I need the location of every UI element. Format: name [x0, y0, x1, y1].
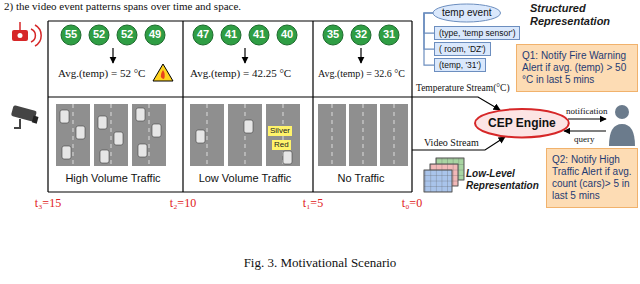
node-text: ( room, 'DZ'): [439, 44, 486, 54]
stream-label: Video Stream: [424, 137, 479, 149]
average-arrows: [113, 48, 361, 63]
reading-circle: 32: [350, 24, 372, 46]
color-tag: Red: [272, 140, 291, 150]
figure-caption: Fig. 3. Motivational Scenario: [0, 256, 640, 271]
circle-shape: [193, 25, 213, 45]
figure-note: 2) the video event patterns spans over t…: [4, 0, 241, 13]
average-reading: Avg.(temp) = 32.6 °C: [318, 68, 405, 80]
stream-label: Temperature Stream(°C): [416, 83, 510, 94]
video-camera-icon: [11, 105, 39, 128]
traffic-images: [56, 104, 408, 166]
node-text: 40: [281, 28, 293, 41]
reading-circle: 31: [378, 24, 400, 46]
circle-shape: [117, 25, 137, 45]
ellipse-shape: [475, 109, 569, 137]
traffic-label: High Volume Traffic: [65, 172, 160, 185]
circle-shape: [89, 25, 109, 45]
stream-arrows: [412, 97, 606, 150]
circle-shape: [277, 25, 297, 45]
node-text: Red: [274, 140, 289, 150]
circle-shape: [351, 25, 371, 45]
time-tick: t₀=0: [402, 197, 422, 211]
traffic-label: No Traffic: [338, 172, 385, 185]
timeline-frame: [48, 21, 412, 192]
node-text: 35: [327, 28, 339, 41]
circle-shape: [249, 25, 269, 45]
node-text: 31: [383, 28, 395, 41]
node-text: 49: [149, 28, 161, 41]
node-text: 55: [65, 28, 77, 41]
section-heading: Structured Representation: [530, 2, 616, 27]
node-text: Q2: Notify High Traffic Alert if avg. co…: [552, 154, 632, 202]
reading-circle: 41: [248, 24, 270, 46]
tree-connector: [424, 13, 434, 49]
flow-label: notification: [566, 106, 608, 116]
circle-shape: [221, 25, 241, 45]
reading-circle: 40: [276, 24, 298, 46]
reading-circle: 41: [220, 24, 242, 46]
attribute-box: ( room, 'DZ'): [434, 42, 491, 56]
circle-shape: [145, 25, 165, 45]
warning-icon: [153, 64, 173, 81]
attribute-box: (type, 'temp sensor'): [434, 26, 520, 40]
reading-circle: 49: [144, 24, 166, 46]
tree-connector: [424, 13, 434, 65]
query-box: Q1: Notify Fire Warning Alert if avg. (t…: [516, 44, 638, 92]
ellipse-shape: [433, 4, 500, 22]
temperature-sensor-icon: [12, 22, 41, 46]
node-text: 32: [355, 28, 367, 41]
time-tick: t₃=15: [35, 197, 61, 211]
attribute-box: (temp, '31'): [434, 58, 486, 72]
node-text: 52: [121, 28, 133, 41]
reading-circle: 35: [322, 24, 344, 46]
traffic-label: Low Volume Traffic: [199, 172, 292, 185]
node-text: 52: [93, 28, 105, 41]
color-tag: Silver: [268, 126, 292, 136]
engine-ellipse: CEP Engine: [474, 108, 570, 138]
average-reading: Avg.(temp) = 42.25 °C: [190, 67, 291, 80]
time-tick: t₁=5: [303, 197, 323, 211]
tree-connector: [424, 13, 434, 33]
reading-circle: 47: [192, 24, 214, 46]
circle-shape: [61, 25, 81, 45]
node-text: (type, 'temp sensor'): [439, 28, 515, 38]
reading-circle: 55: [60, 24, 82, 46]
average-reading: Avg.(temp) = 52 °C: [58, 67, 145, 80]
node-text: Silver: [270, 126, 290, 136]
node-text: CEP Engine: [488, 116, 556, 130]
flow-label: query: [574, 134, 595, 144]
event-ellipse: temp event: [432, 3, 501, 23]
circle-shape: [379, 25, 399, 45]
node-text: Q1: Notify Fire Warning Alert if avg. (t…: [522, 50, 632, 86]
low-level-grid-icon: [424, 158, 464, 192]
circle-shape: [323, 25, 343, 45]
query-box: Q2: Notify High Traffic Alert if avg. co…: [546, 148, 638, 208]
user-icon: [609, 105, 635, 146]
node-text: 41: [225, 28, 237, 41]
reading-circle: 52: [88, 24, 110, 46]
section-heading: Low-Level Representation: [466, 168, 544, 191]
time-tick: t₂=10: [170, 197, 196, 211]
node-text: temp event: [442, 7, 491, 19]
reading-circle: 52: [116, 24, 138, 46]
node-text: (temp, '31'): [439, 60, 481, 70]
node-text: 41: [253, 28, 265, 41]
node-text: 47: [197, 28, 209, 41]
